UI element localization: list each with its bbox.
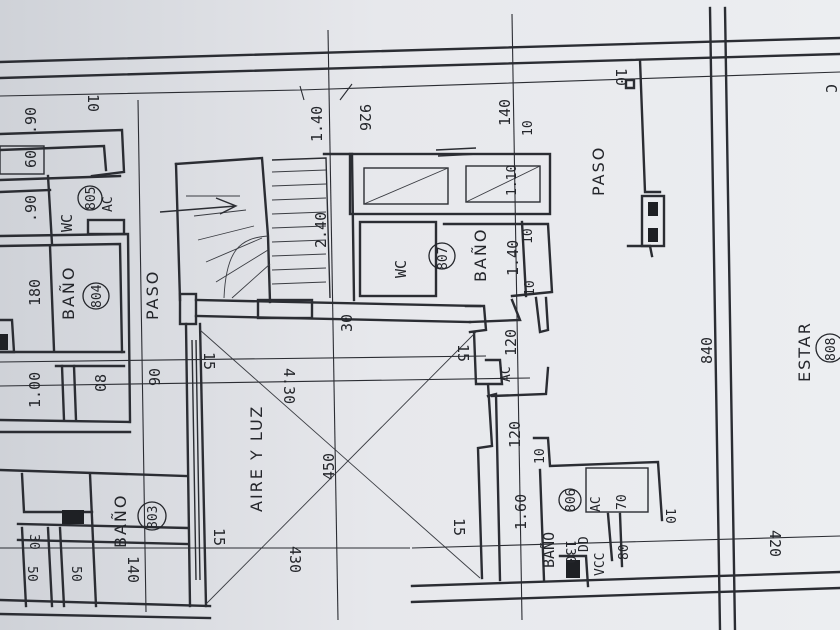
outer-walls (0, 6, 840, 630)
svg-text:C: C (822, 84, 840, 93)
svg-text:803: 803 (146, 506, 161, 529)
dimension-labels: 10 10 1.40 926 140 10 .90 60 .90 180 1.0… (22, 68, 840, 583)
svg-text:10: 10 (533, 448, 548, 464)
svg-text:120: 120 (506, 421, 524, 448)
svg-text:15: 15 (454, 344, 472, 362)
room-estar-808: ESTAR 808 (795, 321, 840, 382)
svg-text:60: 60 (22, 150, 40, 168)
svg-text:430: 430 (286, 546, 304, 573)
svg-text:WC: WC (392, 260, 410, 278)
svg-text:806: 806 (564, 489, 579, 512)
svg-text:840: 840 (698, 337, 716, 364)
svg-text:BAÑO: BAÑO (59, 266, 78, 320)
svg-text:BAÑO: BAÑO (471, 228, 490, 282)
svg-text:30: 30 (26, 534, 41, 550)
svg-text:10: 10 (84, 94, 102, 112)
svg-text:926: 926 (356, 104, 374, 131)
svg-text:WC: WC (58, 214, 76, 232)
svg-text:BAÑO: BAÑO (539, 532, 558, 568)
svg-text:50: 50 (24, 566, 39, 582)
svg-text:808: 808 (824, 338, 839, 361)
svg-text:140: 140 (496, 99, 514, 126)
svg-text:10: 10 (662, 508, 677, 524)
light-well (178, 292, 502, 608)
svg-text:10: 10 (612, 68, 630, 86)
svg-text:1.40: 1.40 (504, 240, 522, 276)
svg-text:15: 15 (450, 518, 468, 536)
bano-806-block (532, 436, 664, 588)
svg-text:80: 80 (617, 544, 632, 560)
svg-text:804: 804 (90, 284, 105, 308)
svg-text:420: 420 (766, 530, 784, 557)
svg-text:1.60: 1.60 (512, 494, 530, 530)
svg-text:50: 50 (68, 566, 83, 582)
svg-text:10: 10 (521, 228, 536, 244)
svg-text:08: 08 (92, 374, 110, 392)
svg-text:120: 120 (502, 329, 520, 356)
svg-text:10: 10 (523, 280, 538, 296)
room-paso-right: PASO (589, 146, 608, 196)
room-labels: WC 805 AC BAÑO 804 BAÑO 803 WC 807 BAÑO … (58, 146, 840, 576)
svg-text:140: 140 (124, 556, 142, 583)
svg-text:1.40: 1.40 (308, 106, 326, 142)
svg-text:4.30: 4.30 (280, 368, 298, 404)
svg-text:30: 30 (338, 314, 356, 332)
svg-text:1.10: 1.10 (505, 165, 520, 196)
wc-807-block (348, 147, 554, 398)
label-ac-mid: AC (499, 366, 514, 382)
svg-text:805: 805 (84, 187, 99, 210)
room-wc-805: WC 805 AC (58, 185, 116, 232)
svg-text:AC: AC (101, 196, 116, 212)
svg-text:90: 90 (146, 368, 164, 386)
room-aire-y-luz: AIRE Y LUZ (247, 405, 266, 512)
svg-text:1.00: 1.00 (26, 372, 44, 408)
svg-text:DD: DD (577, 536, 592, 552)
left-units (0, 128, 190, 608)
svg-text:.90: .90 (22, 195, 40, 222)
svg-text:2.40: 2.40 (312, 212, 330, 248)
svg-text:.90: .90 (22, 107, 40, 134)
room-paso-left: PASO (143, 270, 162, 320)
room-bano-803: BAÑO 803 (111, 494, 167, 548)
svg-text:15: 15 (200, 352, 218, 370)
room-bano-806: BAÑO 806 AC VCC DD (539, 488, 608, 576)
svg-text:450: 450 (320, 453, 338, 480)
svg-text:807: 807 (436, 247, 451, 270)
svg-text:70: 70 (615, 494, 630, 510)
room-bano-804: BAÑO 804 (59, 266, 110, 320)
svg-text:ESTAR: ESTAR (795, 321, 814, 382)
room-wc-807: WC 807 BAÑO (392, 228, 490, 282)
svg-text:15: 15 (210, 528, 228, 546)
svg-text:VCC: VCC (593, 553, 608, 576)
dimension-lines (0, 13, 840, 621)
svg-text:AC: AC (589, 496, 604, 512)
svg-text:130: 130 (562, 540, 577, 563)
svg-text:10: 10 (521, 120, 536, 136)
svg-text:BAÑO: BAÑO (111, 494, 130, 548)
svg-text:180: 180 (26, 279, 44, 306)
